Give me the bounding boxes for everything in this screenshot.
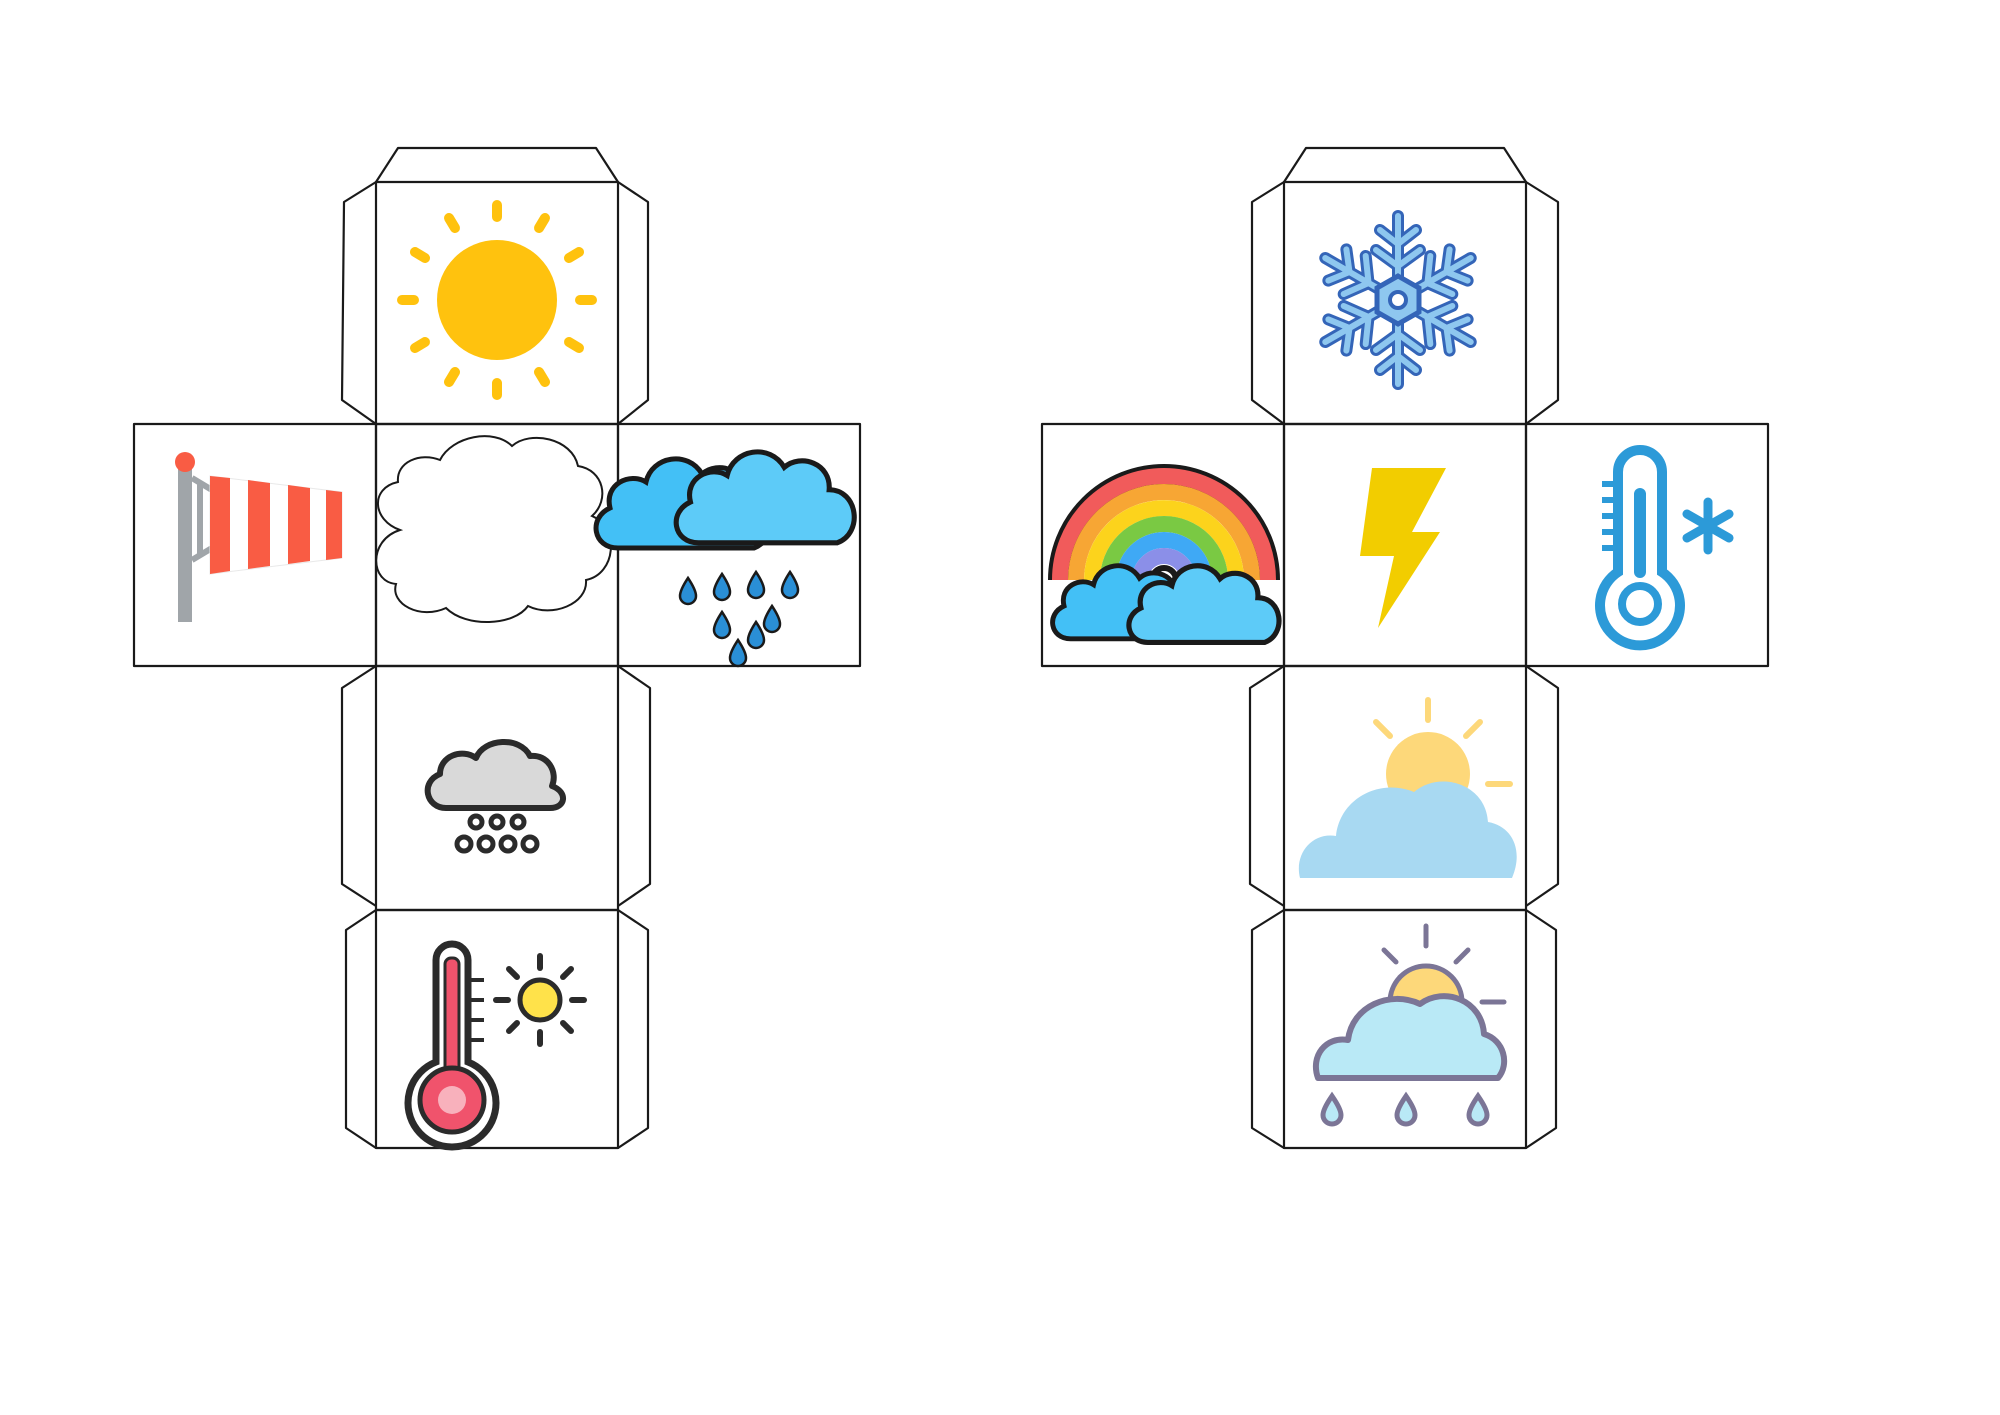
glue-flap — [340, 665, 377, 907]
sun-icon — [397, 200, 597, 400]
snowflake-icon — [1314, 210, 1481, 384]
sun-cloud-rain-icon — [1313, 923, 1508, 1127]
hail-cloud-icon — [424, 739, 566, 854]
glue-flap — [1250, 181, 1285, 425]
partly-cloudy-icon — [1298, 697, 1517, 878]
lightning-icon — [1360, 468, 1446, 628]
glue-flap — [375, 146, 619, 183]
face-bottom2 — [374, 908, 620, 1150]
glue-flap — [1283, 146, 1527, 183]
cloud-outline-icon — [375, 435, 612, 624]
face-bottom2 — [1282, 908, 1528, 1150]
rainbow-icon — [1048, 464, 1279, 642]
die-right-net — [1040, 146, 1770, 1150]
windsock-icon — [175, 452, 343, 622]
rain-clouds-icon — [596, 452, 854, 668]
glue-flap — [617, 909, 650, 1149]
glue-flap — [1525, 909, 1558, 1149]
face-right — [1524, 422, 1770, 668]
glue-flap — [344, 909, 377, 1149]
glue-flap — [617, 665, 652, 907]
glue-flap — [1250, 909, 1285, 1149]
glue-flap — [1525, 665, 1560, 907]
glue-flap — [340, 181, 377, 425]
hot-thermometer-icon — [404, 940, 587, 1151]
glue-flap — [1525, 181, 1560, 425]
cold-thermometer-icon — [1595, 445, 1734, 651]
glue-flap — [1248, 665, 1285, 907]
glue-flap — [617, 181, 650, 425]
